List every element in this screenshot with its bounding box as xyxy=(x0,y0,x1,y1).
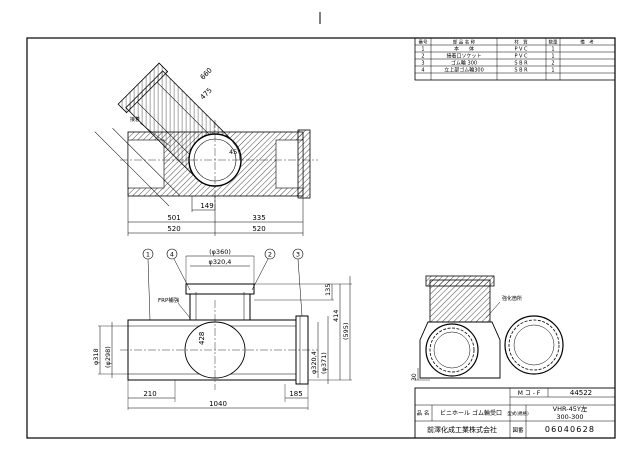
table-cell: 2 xyxy=(551,61,554,67)
iso-view: 強化箇所 30 xyxy=(411,275,564,381)
dim-185: 185 xyxy=(289,390,302,398)
callout-4: 4 xyxy=(170,251,174,259)
table-cell: S B R xyxy=(514,61,528,67)
table-cell: 本 体 xyxy=(454,46,474,53)
dim-149: 149 xyxy=(200,202,213,210)
dim-335: 335 xyxy=(252,214,265,222)
label-frp: FRP補強 xyxy=(158,296,180,304)
dim-phi298: (φ298) xyxy=(104,346,112,368)
table-cell: P V C xyxy=(514,54,528,60)
table-header-material: 材 質 xyxy=(514,39,528,46)
table-header-no: 番号 xyxy=(419,39,428,46)
label-reinforcement: 強化箇所 xyxy=(502,295,522,302)
callout-1: 1 xyxy=(146,251,150,259)
table-cell: P V C xyxy=(514,47,528,53)
table-cell: 1 xyxy=(551,54,554,60)
table-cell: 3 xyxy=(421,61,424,67)
dim-595: (595) xyxy=(342,323,350,340)
dim-475: 475 xyxy=(199,86,214,101)
table-cell: 接着口ソケット xyxy=(446,53,481,60)
drawing-no: 06040628 xyxy=(545,425,595,434)
dim-30: 30 xyxy=(411,373,418,381)
table-cell: 立上部ゴム輪300 xyxy=(444,67,484,74)
table-header-qty: 数量 xyxy=(549,39,558,46)
dim-428: 428 xyxy=(198,332,206,345)
dim-phi360: (φ360) xyxy=(209,248,231,256)
table-cell: 2 xyxy=(421,54,424,60)
top-view: 45° 接着 660 475 149 501 335 520 520 xyxy=(94,62,318,236)
dim-520-right: 520 xyxy=(252,225,265,233)
model-label: 型式(規格) xyxy=(507,410,529,417)
table-cell: 1 xyxy=(421,47,424,53)
callout-2: 2 xyxy=(268,251,272,259)
table-cell: 1 xyxy=(551,47,554,53)
code-value: 44522 xyxy=(570,389,592,397)
dim-1040: 1040 xyxy=(209,400,227,408)
dim-520-left: 520 xyxy=(167,225,180,233)
dim-angle: 45° xyxy=(229,148,241,156)
table-header-note: 備 考 xyxy=(580,39,594,46)
company-name: 前澤化成工業株式会社 xyxy=(427,425,497,434)
name-value: ビニホール ゴム輪受口 xyxy=(440,409,502,417)
front-view: 428 1 4 2 3 FRP補強 (φ360) φ320,4 135 414 … xyxy=(92,248,352,410)
dim-phi3204-top: φ320,4 xyxy=(209,258,232,266)
table-cell: ゴム輪 300 xyxy=(451,60,477,67)
label-joint: 接着 xyxy=(130,116,140,123)
drawing-no-label: 図番 xyxy=(512,427,524,434)
parts-table: 番号 部 品 名 称 材 質 数量 備 考 1 本 体 P V C 1 2 接着… xyxy=(414,37,616,81)
sheet-border xyxy=(26,37,616,439)
model-value-1: VHR-45Y左 xyxy=(553,404,588,413)
table-cell: S B R xyxy=(514,68,528,74)
table-cell: 4 xyxy=(421,68,424,74)
name-label: 品 名 xyxy=(417,409,430,417)
dim-660: 660 xyxy=(199,66,214,81)
table-header-name: 部 品 名 称 xyxy=(453,39,476,46)
model-value-2: 300-300 xyxy=(556,413,583,421)
dim-210: 210 xyxy=(143,390,156,398)
code-label: M コ - F xyxy=(518,390,541,397)
callout-3: 3 xyxy=(296,251,300,259)
dim-414: 414 xyxy=(332,310,340,322)
dim-135: 135 xyxy=(324,284,332,296)
title-block: M コ - F 44522 品 名 ビニホール ゴム輪受口 型式(規格) VHR… xyxy=(414,387,616,439)
dim-501: 501 xyxy=(167,214,180,222)
dim-phi3204-right: φ320,4 xyxy=(310,351,318,374)
dim-phi318: φ318 xyxy=(92,348,100,365)
table-cell: 1 xyxy=(551,68,554,74)
dim-phi371: (φ371) xyxy=(320,352,328,374)
